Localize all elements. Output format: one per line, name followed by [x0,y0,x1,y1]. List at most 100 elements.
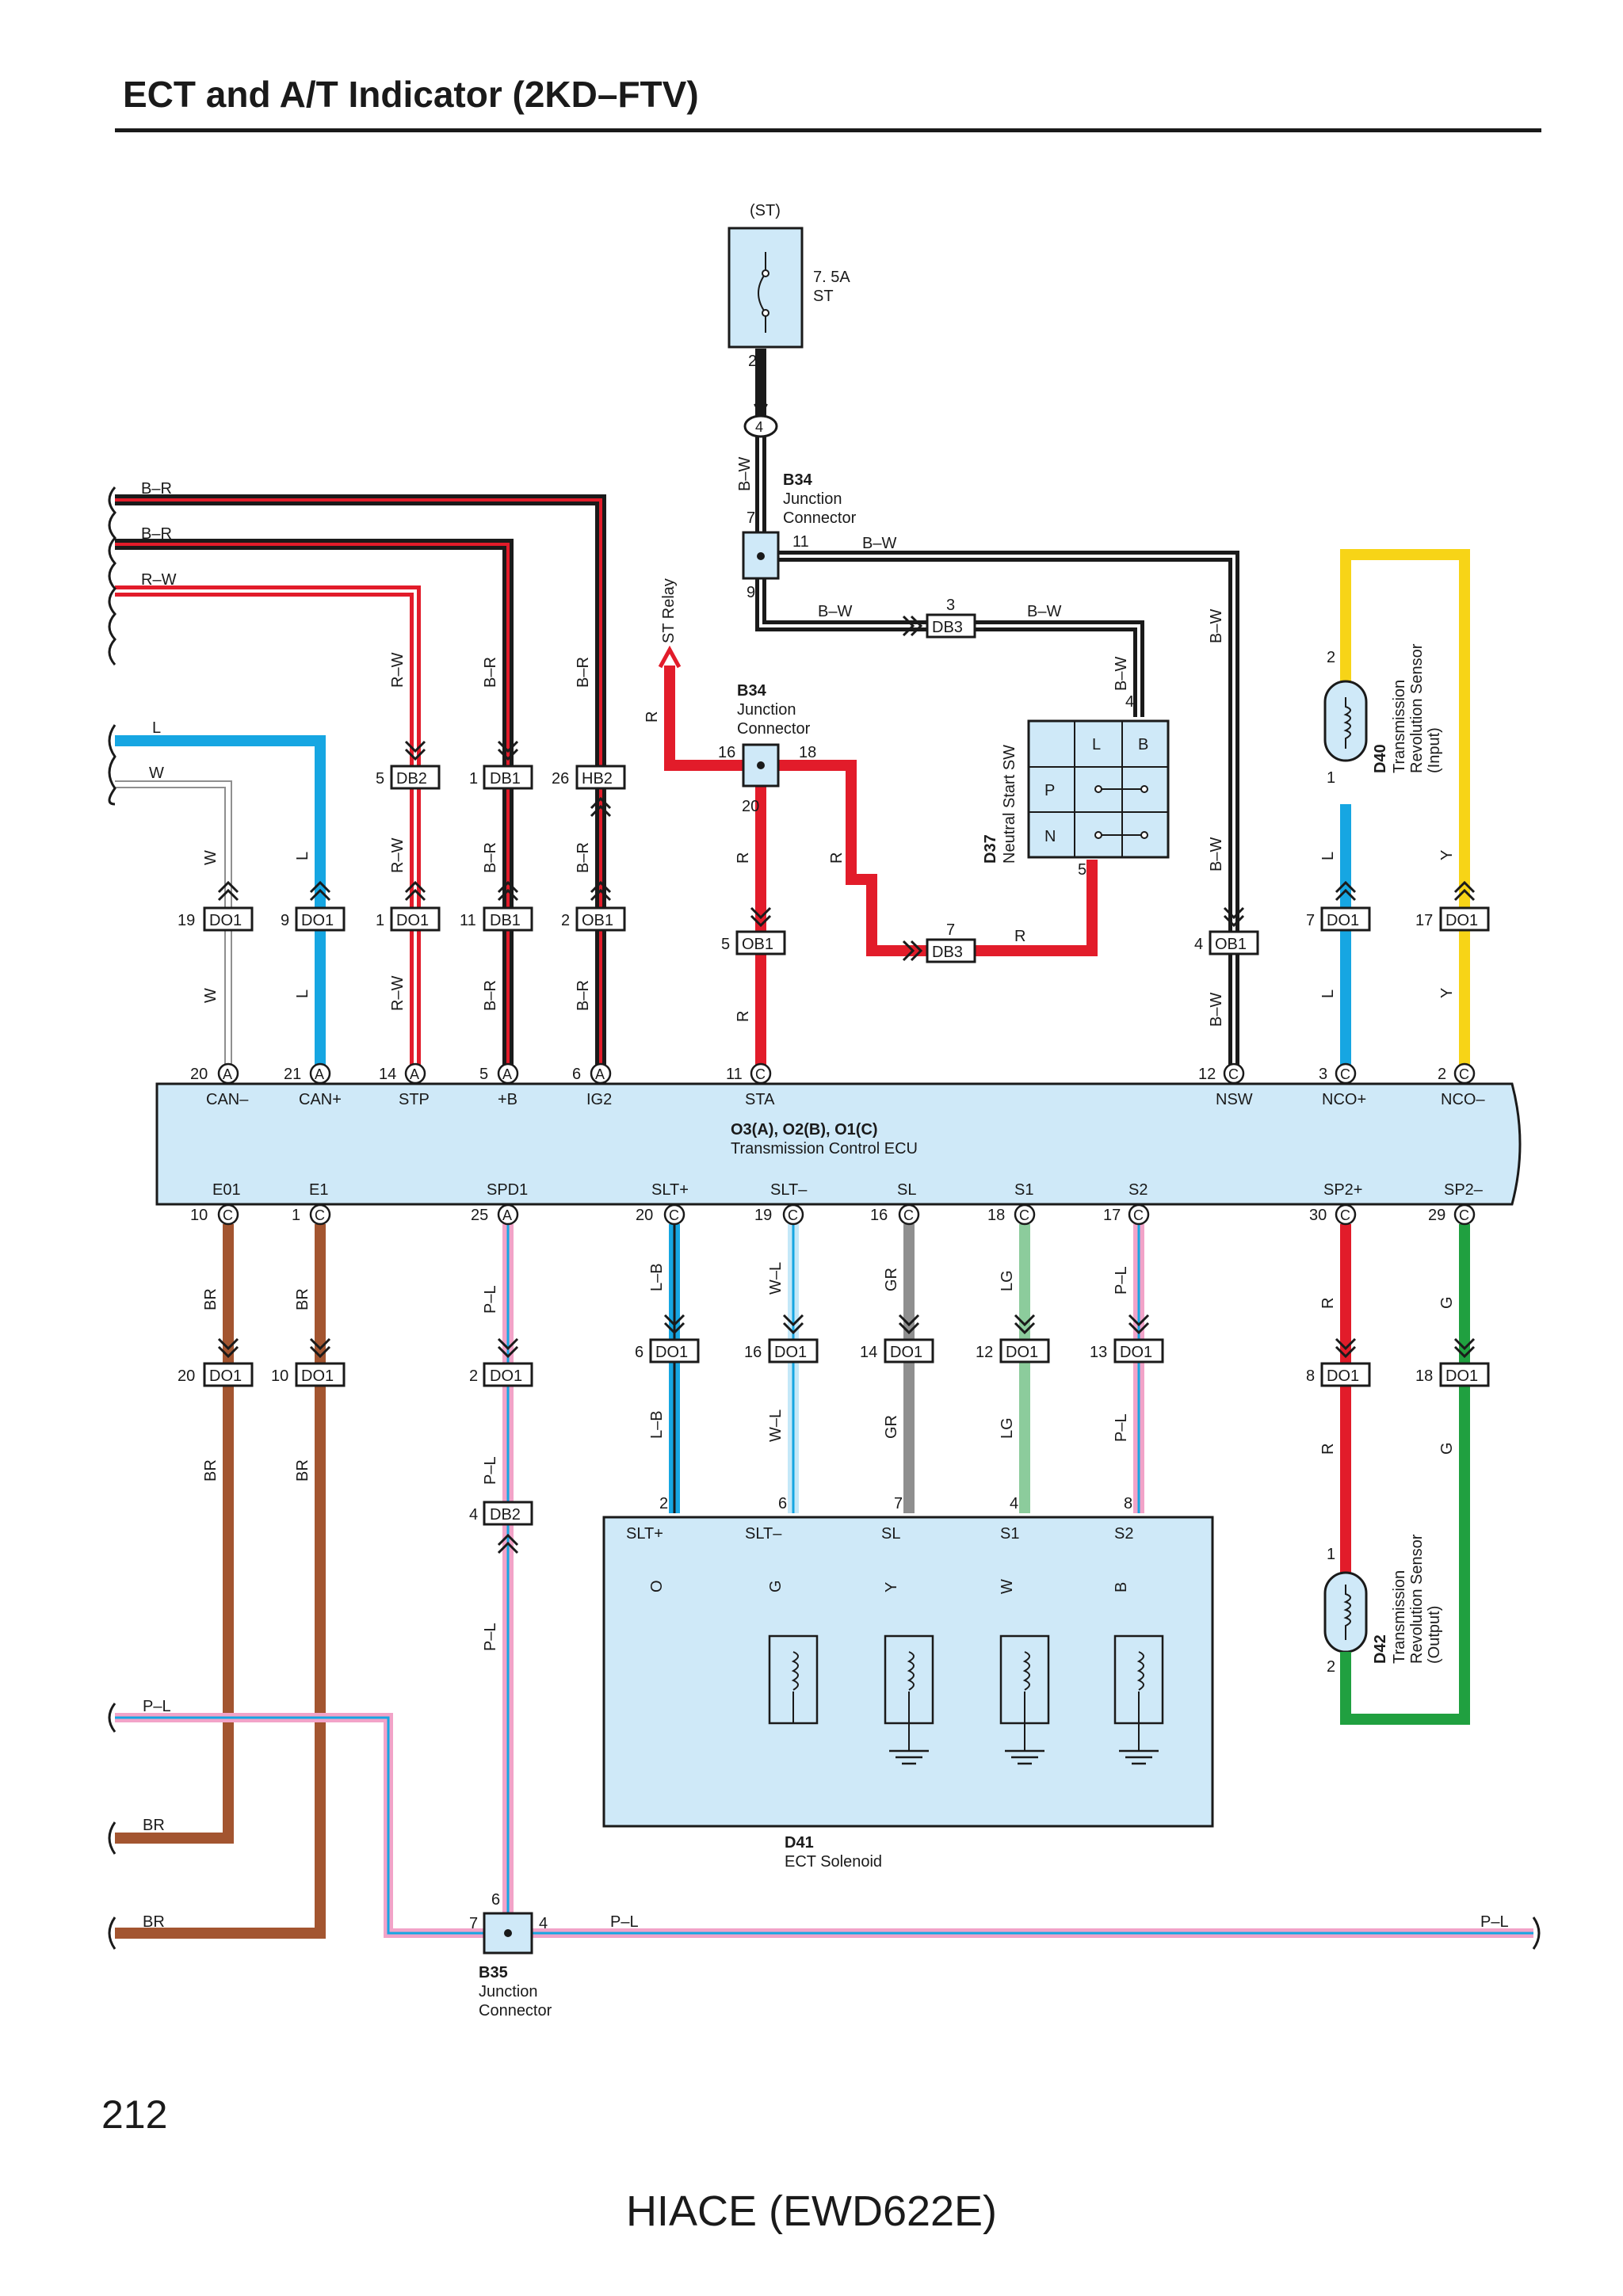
ecu-body [155,1082,1522,1206]
connector-do1-s2: DO1 13 [1090,1338,1164,1363]
st-relay-label: ST Relay [660,578,678,643]
svg-text:CAN–: CAN– [206,1091,249,1108]
wire-label: B–R [141,525,172,543]
d41-code: D41 [785,1834,814,1852]
svg-text:B–W: B–W [1208,837,1225,871]
wire-y-nco-minus [1340,549,1470,1074]
svg-text:R: R [735,1011,752,1022]
page-title: ECT and A/T Indicator (2KD–FTV) [123,74,699,115]
svg-text:NCO–: NCO– [1441,1091,1485,1108]
svg-text:C: C [903,1207,914,1223]
wire-label: P–L [143,1698,171,1715]
b34-top-line1: Junction [783,490,842,508]
svg-text:8: 8 [1306,1367,1315,1385]
svg-text:E1: E1 [309,1181,328,1199]
svg-text:P–L: P–L [1113,1413,1130,1442]
svg-text:C: C [1459,1207,1469,1223]
svg-text:SP2–: SP2– [1444,1181,1484,1199]
svg-text:7: 7 [946,921,955,939]
svg-text:10: 10 [271,1367,288,1385]
svg-text:B–R: B–R [482,842,499,873]
d40-line3: (Input) [1426,727,1443,773]
svg-text:W: W [202,850,220,865]
footer-document-id: HIACE (EWD622E) [625,2187,998,2235]
chevron-icon [309,1337,331,1359]
svg-text:2: 2 [469,1367,478,1385]
svg-text:R–W: R–W [389,837,407,873]
svg-text:3: 3 [946,597,955,614]
wire-l-can-plus [115,735,326,1074]
ecu-name: Transmission Control ECU [731,1140,918,1158]
break-left-5 [108,1917,116,1950]
svg-text:R: R [643,711,661,723]
chevron-icon [404,880,426,902]
d40-line2: Revolution Sensor [1408,643,1426,773]
svg-text:C: C [315,1207,325,1223]
svg-text:OB1: OB1 [582,912,613,929]
d40-coil-icon [1343,697,1351,749]
svg-text:DO1: DO1 [301,1367,334,1385]
coil-winding-icon [791,1651,1144,1751]
svg-text:11: 11 [460,912,476,929]
svg-text:L–B: L–B [648,1410,666,1439]
svg-text:17: 17 [1415,912,1433,929]
svg-text:10: 10 [190,1207,208,1224]
svg-text:C: C [755,1066,766,1082]
svg-text:S1: S1 [1014,1181,1033,1199]
wire-br-b [115,539,514,1074]
svg-text:DO1: DO1 [1445,912,1478,929]
wire-label: P–L [610,1913,639,1931]
svg-text:16: 16 [870,1207,888,1224]
svg-text:DB2: DB2 [396,770,427,788]
b34-mid-line1: Junction [737,701,796,719]
svg-text:CAN+: CAN+ [299,1091,342,1108]
chevron-icon [1335,1337,1357,1359]
chevron-icon [217,880,239,902]
svg-text:DO1: DO1 [774,1344,807,1361]
wire-label: BR [143,1913,165,1931]
d41-term-sltminus: SLT– [745,1525,782,1543]
d41-pin-8: 8 [1124,1495,1132,1512]
svg-text:DO1: DO1 [655,1344,688,1361]
chevron-icon [1014,1314,1036,1335]
ecu-pin-sl: SL C 16 [870,1181,920,1226]
svg-text:DO1: DO1 [1445,1367,1478,1385]
svg-text:B–W: B–W [1113,657,1130,691]
svg-text:STA: STA [745,1091,775,1108]
wire-rw-stp [115,585,421,1074]
svg-text:A: A [410,1066,419,1082]
svg-text:4: 4 [1194,936,1203,953]
svg-text:13: 13 [1090,1344,1107,1361]
b35-pin7: 7 [469,1915,478,1932]
d41-term-s2: S2 [1114,1525,1133,1543]
svg-text:IG2: IG2 [586,1091,612,1108]
b34-mid-line2: Connector [737,720,811,738]
chevron-icon [309,880,331,902]
svg-text:A: A [595,1066,605,1082]
svg-text:6: 6 [572,1066,581,1083]
connector-do1-nco-minus: DO1 17 [1415,906,1490,932]
break-left-3 [108,1703,116,1733]
svg-text:DO1: DO1 [1120,1344,1152,1361]
svg-text:B–W: B–W [736,457,754,491]
fuse-label: (ST) [750,202,781,219]
svg-text:6: 6 [635,1344,643,1361]
wire-br-e1 [115,1224,326,1939]
ecu-pin-e1: E1 C 1 [292,1181,331,1226]
svg-text:C: C [1133,1207,1144,1223]
ecu-pin-stp: A 14 STP [379,1062,430,1108]
d41-term-sltplus: SLT+ [626,1525,663,1543]
b34-mid-pin18: 18 [799,744,816,761]
d42-line2: Revolution Sensor [1408,1534,1426,1664]
svg-text:W: W [202,988,220,1003]
wire-group-brown [115,1224,326,1939]
svg-text:5: 5 [376,770,384,788]
